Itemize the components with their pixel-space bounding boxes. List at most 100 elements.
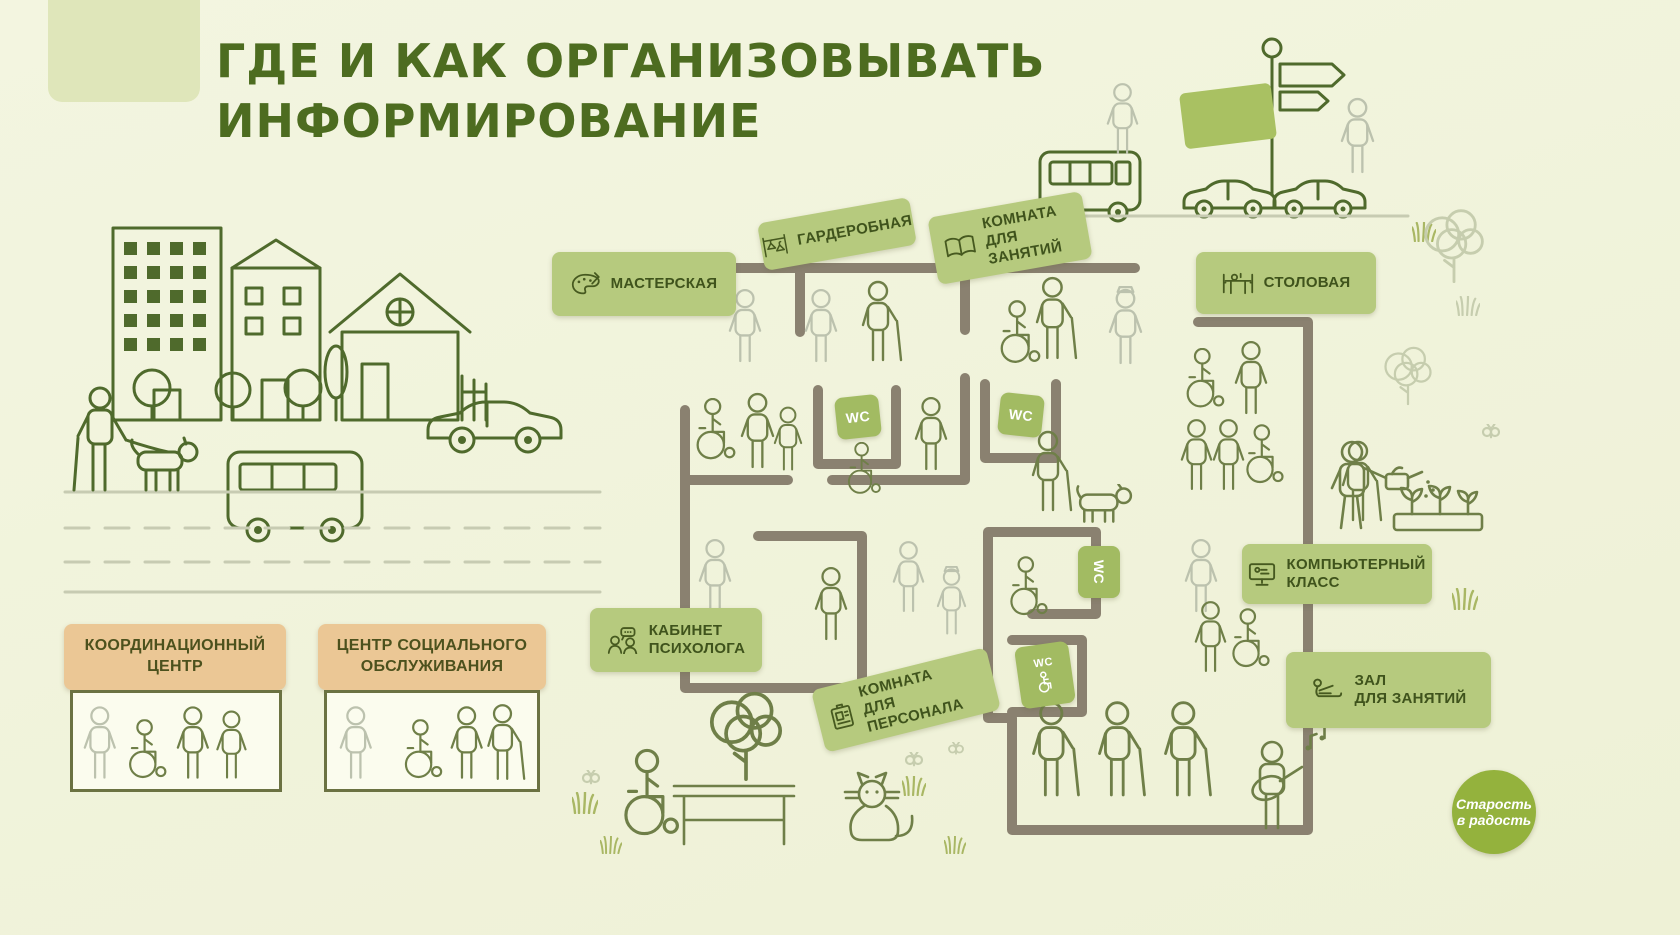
green-sign — [1179, 83, 1277, 149]
wheelchair-icon — [129, 719, 167, 779]
wheelchair-icon — [1000, 300, 1041, 363]
room-label: МАСТЕРСКАЯ — [610, 275, 718, 293]
bench-illustration — [672, 784, 796, 846]
person-icon — [450, 706, 483, 779]
room-label-line2: ДЛЯ ЗАНЯТИЙ — [1354, 690, 1467, 707]
yoga-icon — [1313, 678, 1343, 697]
gardener-illustration — [1330, 440, 1484, 532]
wheelchair-icon — [1246, 424, 1284, 484]
wc-label: WC — [1032, 655, 1054, 671]
logo-line1: Старость — [1456, 795, 1532, 812]
person-icon — [773, 406, 803, 471]
tree-icon — [709, 691, 783, 782]
person-icon — [339, 706, 372, 779]
wheelchair-icon — [1186, 348, 1225, 408]
wc-label: WC — [1008, 405, 1034, 425]
person-icon — [216, 710, 247, 779]
car-icon — [1272, 179, 1367, 219]
grass-icon — [902, 776, 926, 796]
butterfly-icon — [948, 742, 964, 755]
person-icon — [740, 392, 775, 469]
musician-illustration — [1251, 724, 1326, 830]
wheelchair-icon — [1232, 608, 1270, 668]
people-group — [339, 704, 526, 780]
wc-badge: WC — [1078, 546, 1120, 598]
person-icon — [1340, 97, 1375, 174]
person-icon — [1194, 601, 1227, 673]
room-badge-hall: ЗАЛ ДЛЯ ЗАНЯТИЙ — [1286, 652, 1491, 728]
room-badge-classroom: КОМНАТА ДЛЯ ЗАНЯТИЙ — [927, 190, 1093, 286]
social-service-center-people — [324, 690, 540, 792]
wc-label: WC — [845, 407, 871, 427]
open-book-icon — [944, 235, 976, 258]
room-badge-staff: КОМНАТА ДЛЯ ПЕРСОНАЛА — [810, 647, 1002, 753]
room-label-line1: КАБИНЕТ — [648, 622, 723, 640]
person-cane-icon — [1098, 701, 1146, 797]
logo-line2: в радость — [1456, 812, 1532, 828]
building-windows — [124, 242, 206, 351]
person-icon — [1234, 340, 1268, 415]
person-icon — [1212, 419, 1245, 491]
person-icon — [804, 288, 838, 363]
social-service-center-card: ЦЕНТР СОЦИАЛЬНОГО ОБСЛУЖИВАНИЯ — [318, 624, 546, 690]
grass-icon — [1452, 588, 1478, 610]
accessible-icon — [1038, 671, 1052, 693]
room-label: СТОЛОВАЯ — [1263, 274, 1351, 292]
butterfly-icon — [905, 752, 923, 767]
butterfly-icon — [1482, 424, 1500, 439]
grass-icon — [572, 792, 598, 814]
person-cane-icon — [861, 280, 903, 362]
city-illustration — [63, 226, 602, 594]
id-badge-icon — [830, 703, 854, 730]
grass-icon — [600, 836, 622, 854]
person-cane-icon — [1164, 701, 1212, 797]
person-cane-icon — [487, 704, 526, 780]
person-cane-icon — [1035, 276, 1078, 360]
person-icon — [892, 541, 925, 613]
bottom-edge-strip — [0, 935, 1680, 943]
butterfly-icon — [582, 770, 600, 785]
room-label-line1: КОМПЬЮТЕРНЫЙ — [1286, 556, 1426, 574]
center-label-line2: ОБСЛУЖИВАНИЯ — [360, 658, 504, 675]
center-label-line1: КООРДИНАЦИОННЫЙ — [84, 637, 266, 655]
people-group — [83, 706, 247, 779]
dining-table-icon — [1222, 272, 1253, 294]
person-icon — [1180, 419, 1213, 491]
coat-rack-icon — [762, 234, 788, 258]
center-label-line1: ЦЕНТР СОЦИАЛЬНОГО — [336, 637, 528, 655]
room-badge-workshop: МАСТЕРСКАЯ — [552, 252, 736, 316]
floor-plan-walls — [680, 263, 1313, 835]
center-label-line2: ЦЕНТР — [147, 658, 203, 675]
wc-badge: WC — [833, 393, 883, 441]
person-icon — [1184, 538, 1218, 613]
person-icon — [814, 566, 848, 641]
monitor-icon — [1249, 562, 1276, 586]
page-title: ГДЕ И КАК ОРГАНИЗОВЫВАТЬ ИНФОРМИРОВАНИЕ — [216, 32, 1045, 152]
logo-starost-v-radost: Старость в радость — [1452, 770, 1536, 854]
wheelchair-icon — [404, 719, 443, 779]
psychologist-icon — [607, 626, 637, 654]
guide-dog-icon — [1076, 484, 1133, 523]
coordination-center-people — [70, 690, 282, 792]
grass-icon — [1456, 296, 1480, 316]
tree-icon — [1424, 209, 1484, 284]
person-icon — [176, 706, 209, 779]
cat-illustration — [843, 771, 914, 842]
coordination-center-card: КООРДИНАЦИОННЫЙ ЦЕНТР — [64, 624, 286, 690]
room-label: ГАРДЕРОБНАЯ — [795, 212, 914, 249]
person-icon — [83, 706, 116, 779]
wc-badge: WC — [996, 391, 1046, 439]
room-label-line1: ЗАЛ — [1354, 672, 1387, 690]
wheelchair-icon — [624, 748, 680, 836]
room-label-line2: КЛАСС — [1286, 574, 1340, 591]
wc-accessible-badge: WC — [1013, 640, 1077, 710]
tree-icon — [1384, 346, 1432, 406]
room-badge-psychologist: КАБИНЕТ ПСИХОЛОГА — [590, 608, 762, 672]
road-lines — [63, 490, 602, 594]
nurse-icon — [1108, 286, 1143, 365]
man-with-guide-dog — [72, 386, 199, 492]
palette-icon — [571, 271, 600, 294]
person-icon — [698, 538, 732, 613]
